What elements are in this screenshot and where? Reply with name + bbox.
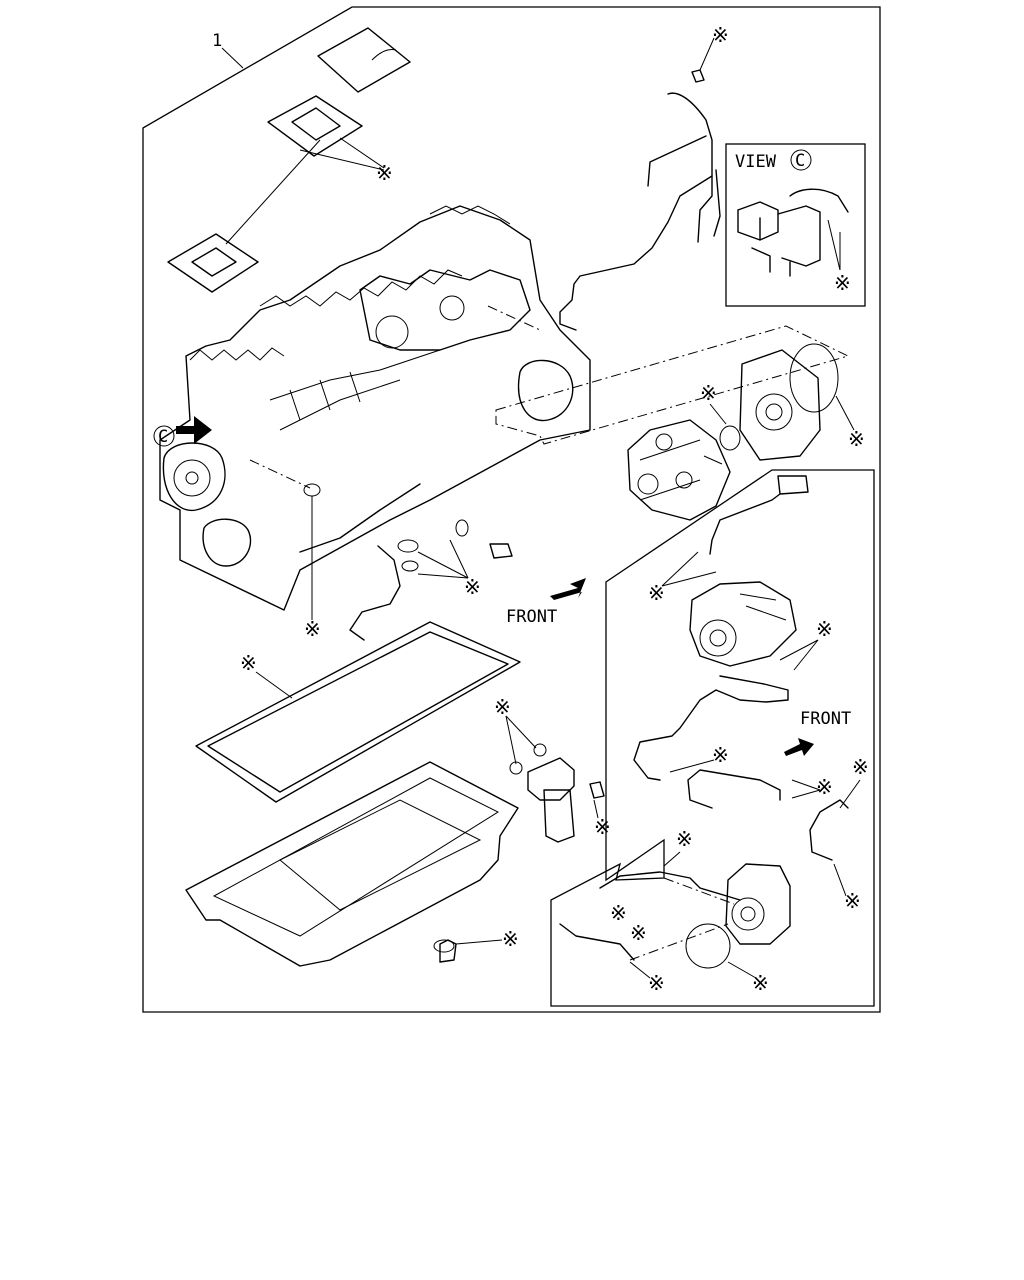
front-label-right: FRONT bbox=[800, 709, 851, 729]
injection-pump-assembly: ※ ※ bbox=[627, 343, 865, 521]
oring-bottom-marker: ※ bbox=[752, 971, 769, 995]
pipe-marker-7: ※ bbox=[630, 921, 647, 945]
oil-pipe-and-seals: ※ ※ bbox=[299, 483, 513, 641]
fuel-pump-inset-frame bbox=[550, 469, 875, 1007]
view-c-marker: ※ bbox=[834, 271, 851, 295]
oil-seal-marker: ※ bbox=[304, 617, 321, 641]
oil-filter-assembly: ※ ※ bbox=[494, 695, 611, 843]
kit-outline-frame bbox=[142, 6, 881, 1013]
flange-gasket-marker: ※ bbox=[848, 427, 865, 451]
feed-pump-marker-2: ※ bbox=[816, 617, 833, 641]
view-c-arrow-letter: C bbox=[158, 427, 168, 447]
pipe-marker-3: ※ bbox=[852, 755, 869, 779]
item-1-leader-line bbox=[221, 47, 244, 69]
view-title: VIEW bbox=[735, 152, 777, 172]
oil-pan-gasket-marker: ※ bbox=[240, 651, 257, 675]
item-number-label: 1 bbox=[212, 31, 222, 51]
feed-pump-marker-1: ※ bbox=[648, 581, 665, 605]
pipe-marker-5: ※ bbox=[676, 827, 693, 851]
view-c-inset: VIEW C ※ bbox=[725, 143, 866, 307]
view-letter: C bbox=[795, 151, 805, 171]
pipe-marker-6: ※ bbox=[648, 971, 665, 995]
view-c-direction-arrow: C bbox=[153, 416, 212, 447]
drain-plug-marker: ※ bbox=[502, 927, 519, 951]
cover-gasket-marker: ※ bbox=[376, 161, 393, 185]
oil-pipe-marker: ※ bbox=[464, 575, 481, 599]
front-indicator-left: FRONT bbox=[506, 578, 586, 627]
pump-section-boundary bbox=[495, 325, 850, 445]
pipe-marker-4: ※ bbox=[844, 889, 861, 913]
intake-cover-and-gaskets bbox=[167, 27, 411, 293]
pipe-marker-8: ※ bbox=[610, 901, 627, 925]
feed-pump-assembly: ※ ※ ※ ※ ※ ※ ※ ※ ※ ※ ※ bbox=[559, 475, 869, 995]
oil-pan: ※ bbox=[185, 761, 519, 967]
engine-block bbox=[159, 205, 591, 611]
fuel-injection-pipes: ※ bbox=[559, 23, 729, 331]
front-label-left: FRONT bbox=[506, 607, 557, 627]
oil-filter-marker-1: ※ bbox=[494, 695, 511, 719]
oring-marker: ※ bbox=[700, 381, 717, 405]
pipes-marker: ※ bbox=[712, 23, 729, 47]
oil-pan-gasket: ※ bbox=[195, 621, 521, 803]
oil-filter-marker-2: ※ bbox=[594, 815, 611, 839]
pipe-marker-2: ※ bbox=[816, 775, 833, 799]
pipe-marker-1: ※ bbox=[712, 743, 729, 767]
front-indicator-right: FRONT bbox=[784, 709, 851, 756]
